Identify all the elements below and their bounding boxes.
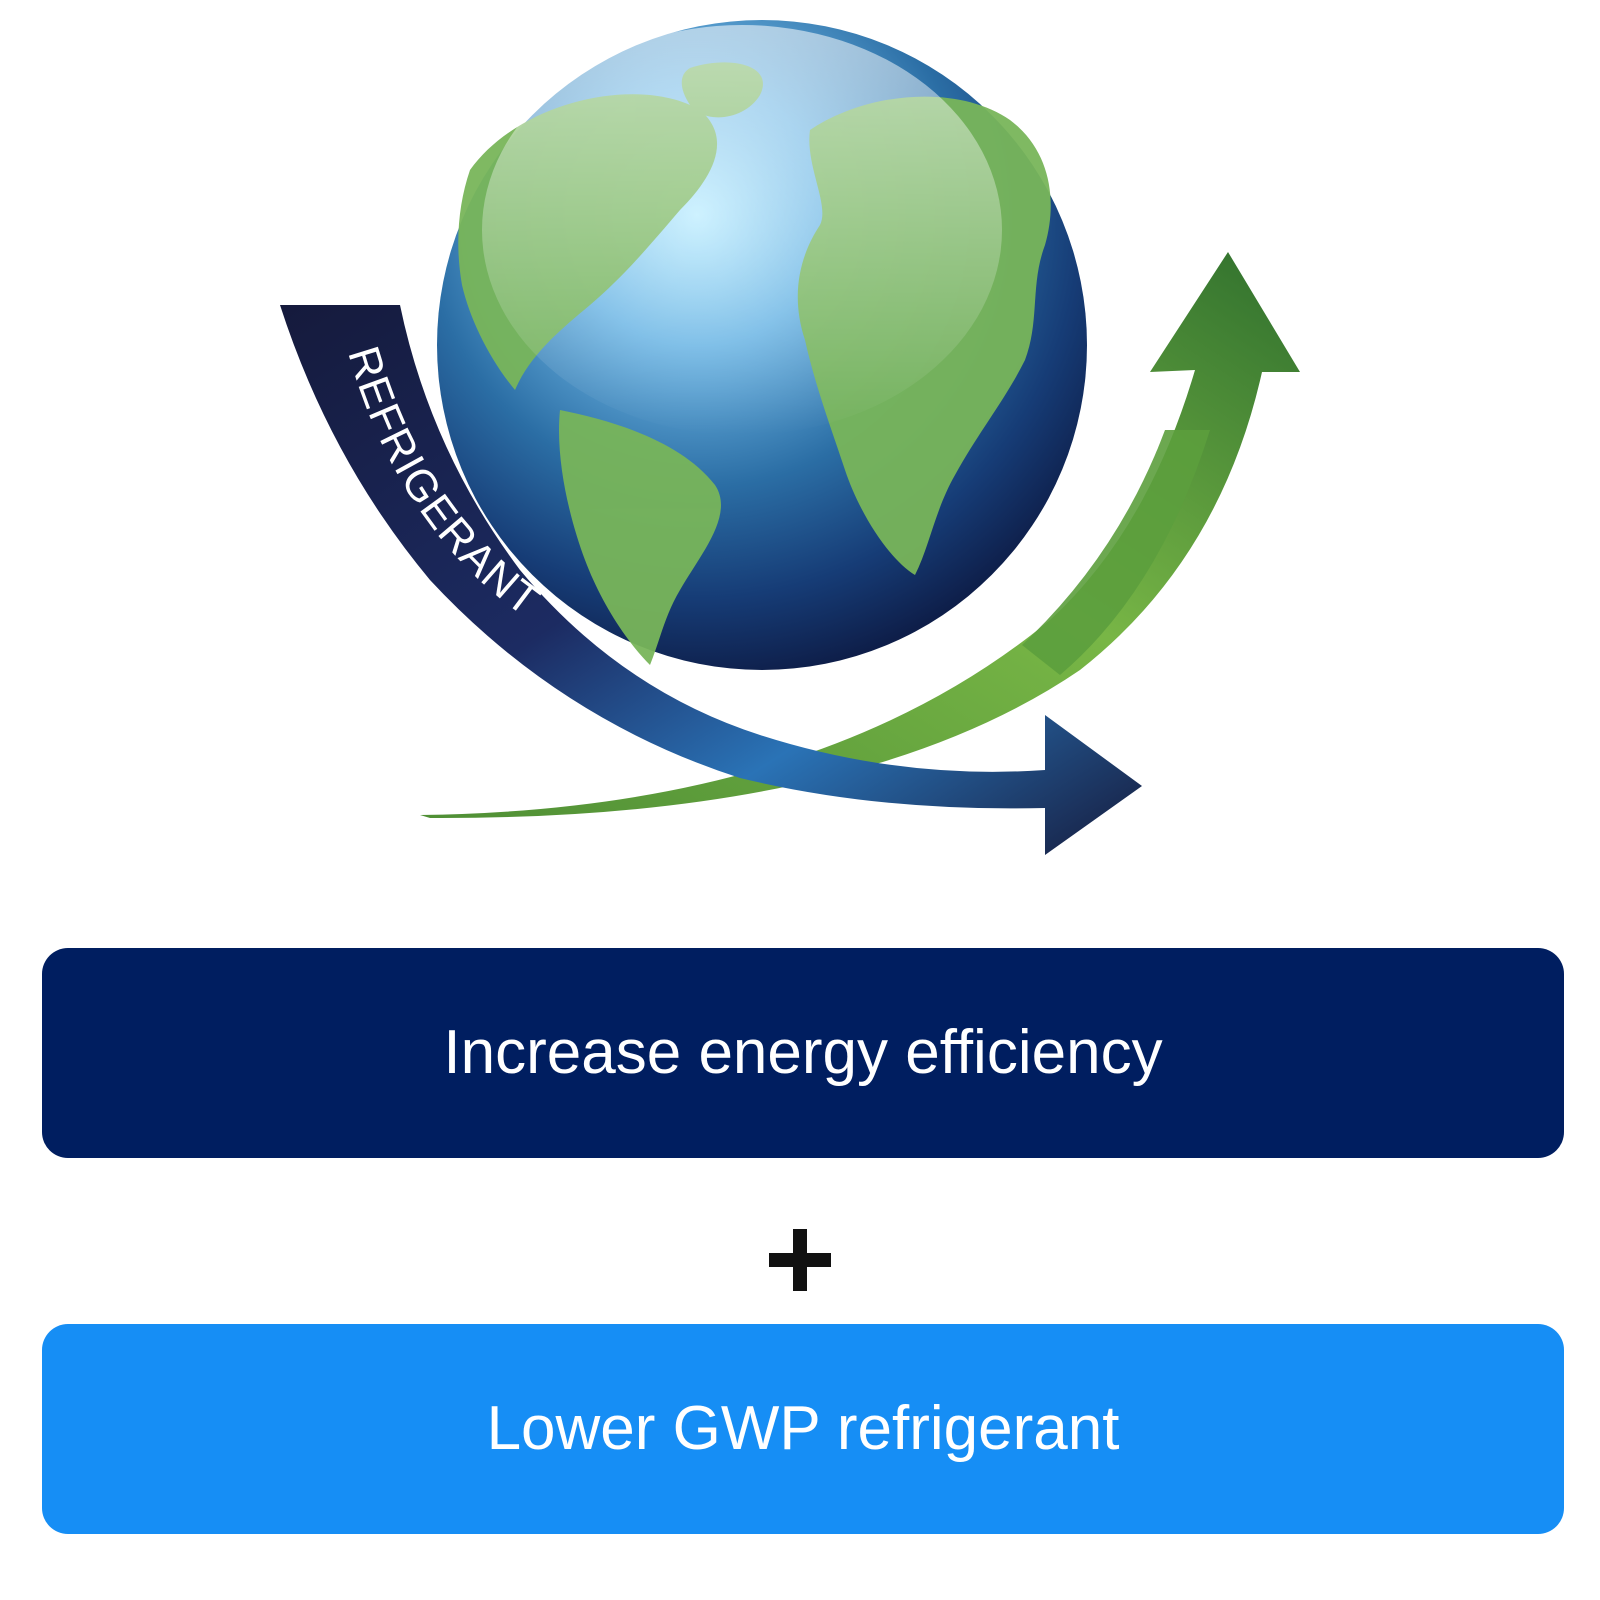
refrigerant-arrow: [280, 305, 1142, 855]
energy-efficiency-label: Increase energy efficiency: [443, 1018, 1163, 1087]
globe-arrows-logo: REFRIGERANT EFFICIENCY: [280, 20, 1300, 855]
globe-shine: [482, 25, 1002, 435]
efficiency-arrow-front: [1022, 430, 1210, 675]
lower-gwp-card: Lower GWP refrigerant: [42, 1324, 1564, 1534]
energy-efficiency-card: Increase energy efficiency: [42, 948, 1564, 1158]
plus-icon: [769, 1229, 831, 1291]
plus-connector: [0, 1218, 1600, 1302]
lower-gwp-label: Lower GWP refrigerant: [486, 1394, 1120, 1463]
south-america-shape: [559, 410, 721, 665]
